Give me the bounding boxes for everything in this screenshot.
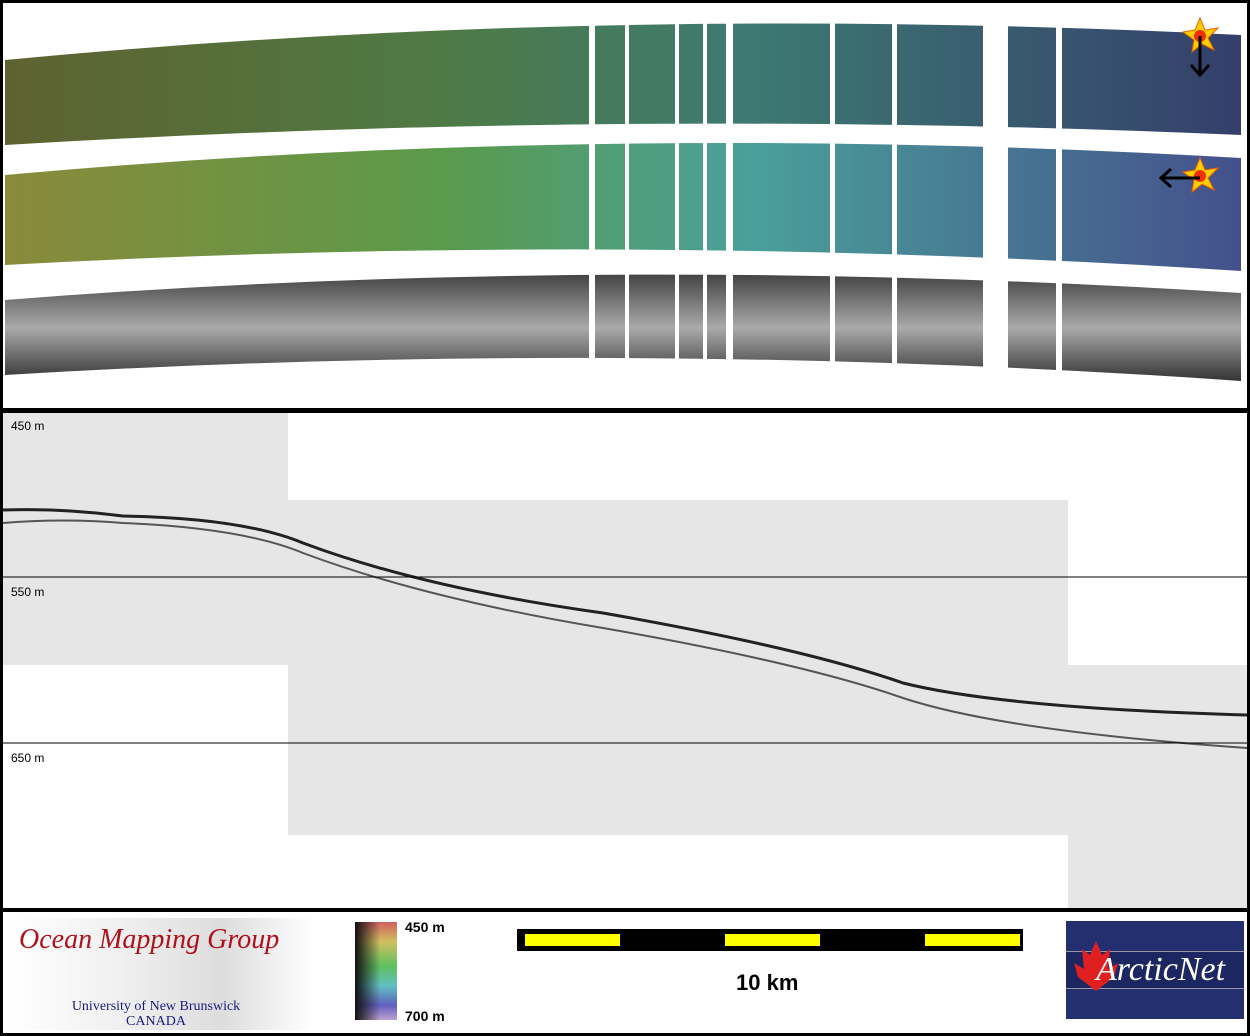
- omg-university: University of New Brunswick: [71, 999, 241, 1014]
- seismic-profile-panel: 450 m 550 m 650 m: [3, 413, 1247, 908]
- bathymetry-swath-sun-north: [5, 23, 1241, 145]
- data-gaps: [589, 3, 1062, 408]
- colorbar-bottom-label: 700 m: [405, 1008, 445, 1024]
- maple-leaf-icon: [1074, 941, 1118, 991]
- omg-title: Ocean Mapping Group: [19, 924, 280, 955]
- seafloor-reflector: [3, 508, 1247, 717]
- scale-label: 10 km: [736, 970, 799, 995]
- subbottom-reflector: [3, 519, 1247, 749]
- bathymetry-swath-sun-east: [5, 142, 1241, 271]
- depth-label-450: 450 m: [11, 419, 45, 433]
- arcticnet-logo: ArcticNet: [1066, 921, 1244, 1019]
- arrow-down-icon: [1189, 36, 1211, 78]
- sun-illumination-icon: [1181, 16, 1220, 54]
- arrow-left-icon: [1158, 167, 1200, 189]
- swath-map: [5, 3, 1241, 408]
- subbottom-profile: [3, 413, 1247, 908]
- arcticnet-text: ArcticNet: [1096, 951, 1226, 988]
- ocean-mapping-group-logo: Ocean Mapping Group University of New Br…: [11, 918, 313, 1030]
- legend-panel: Ocean Mapping Group University of New Br…: [3, 912, 1247, 1033]
- profile-data-blocks: [3, 413, 1247, 908]
- depth-colorbar: [355, 922, 397, 1020]
- depth-label-650: 650 m: [11, 751, 45, 765]
- scale-bar: [517, 929, 1023, 951]
- depth-label-550: 550 m: [11, 585, 45, 599]
- colorbar-top-label: 450 m: [405, 919, 445, 935]
- swath-panel: [3, 3, 1247, 408]
- omg-country: CANADA: [126, 1014, 186, 1029]
- backscatter-swath: [5, 274, 1241, 381]
